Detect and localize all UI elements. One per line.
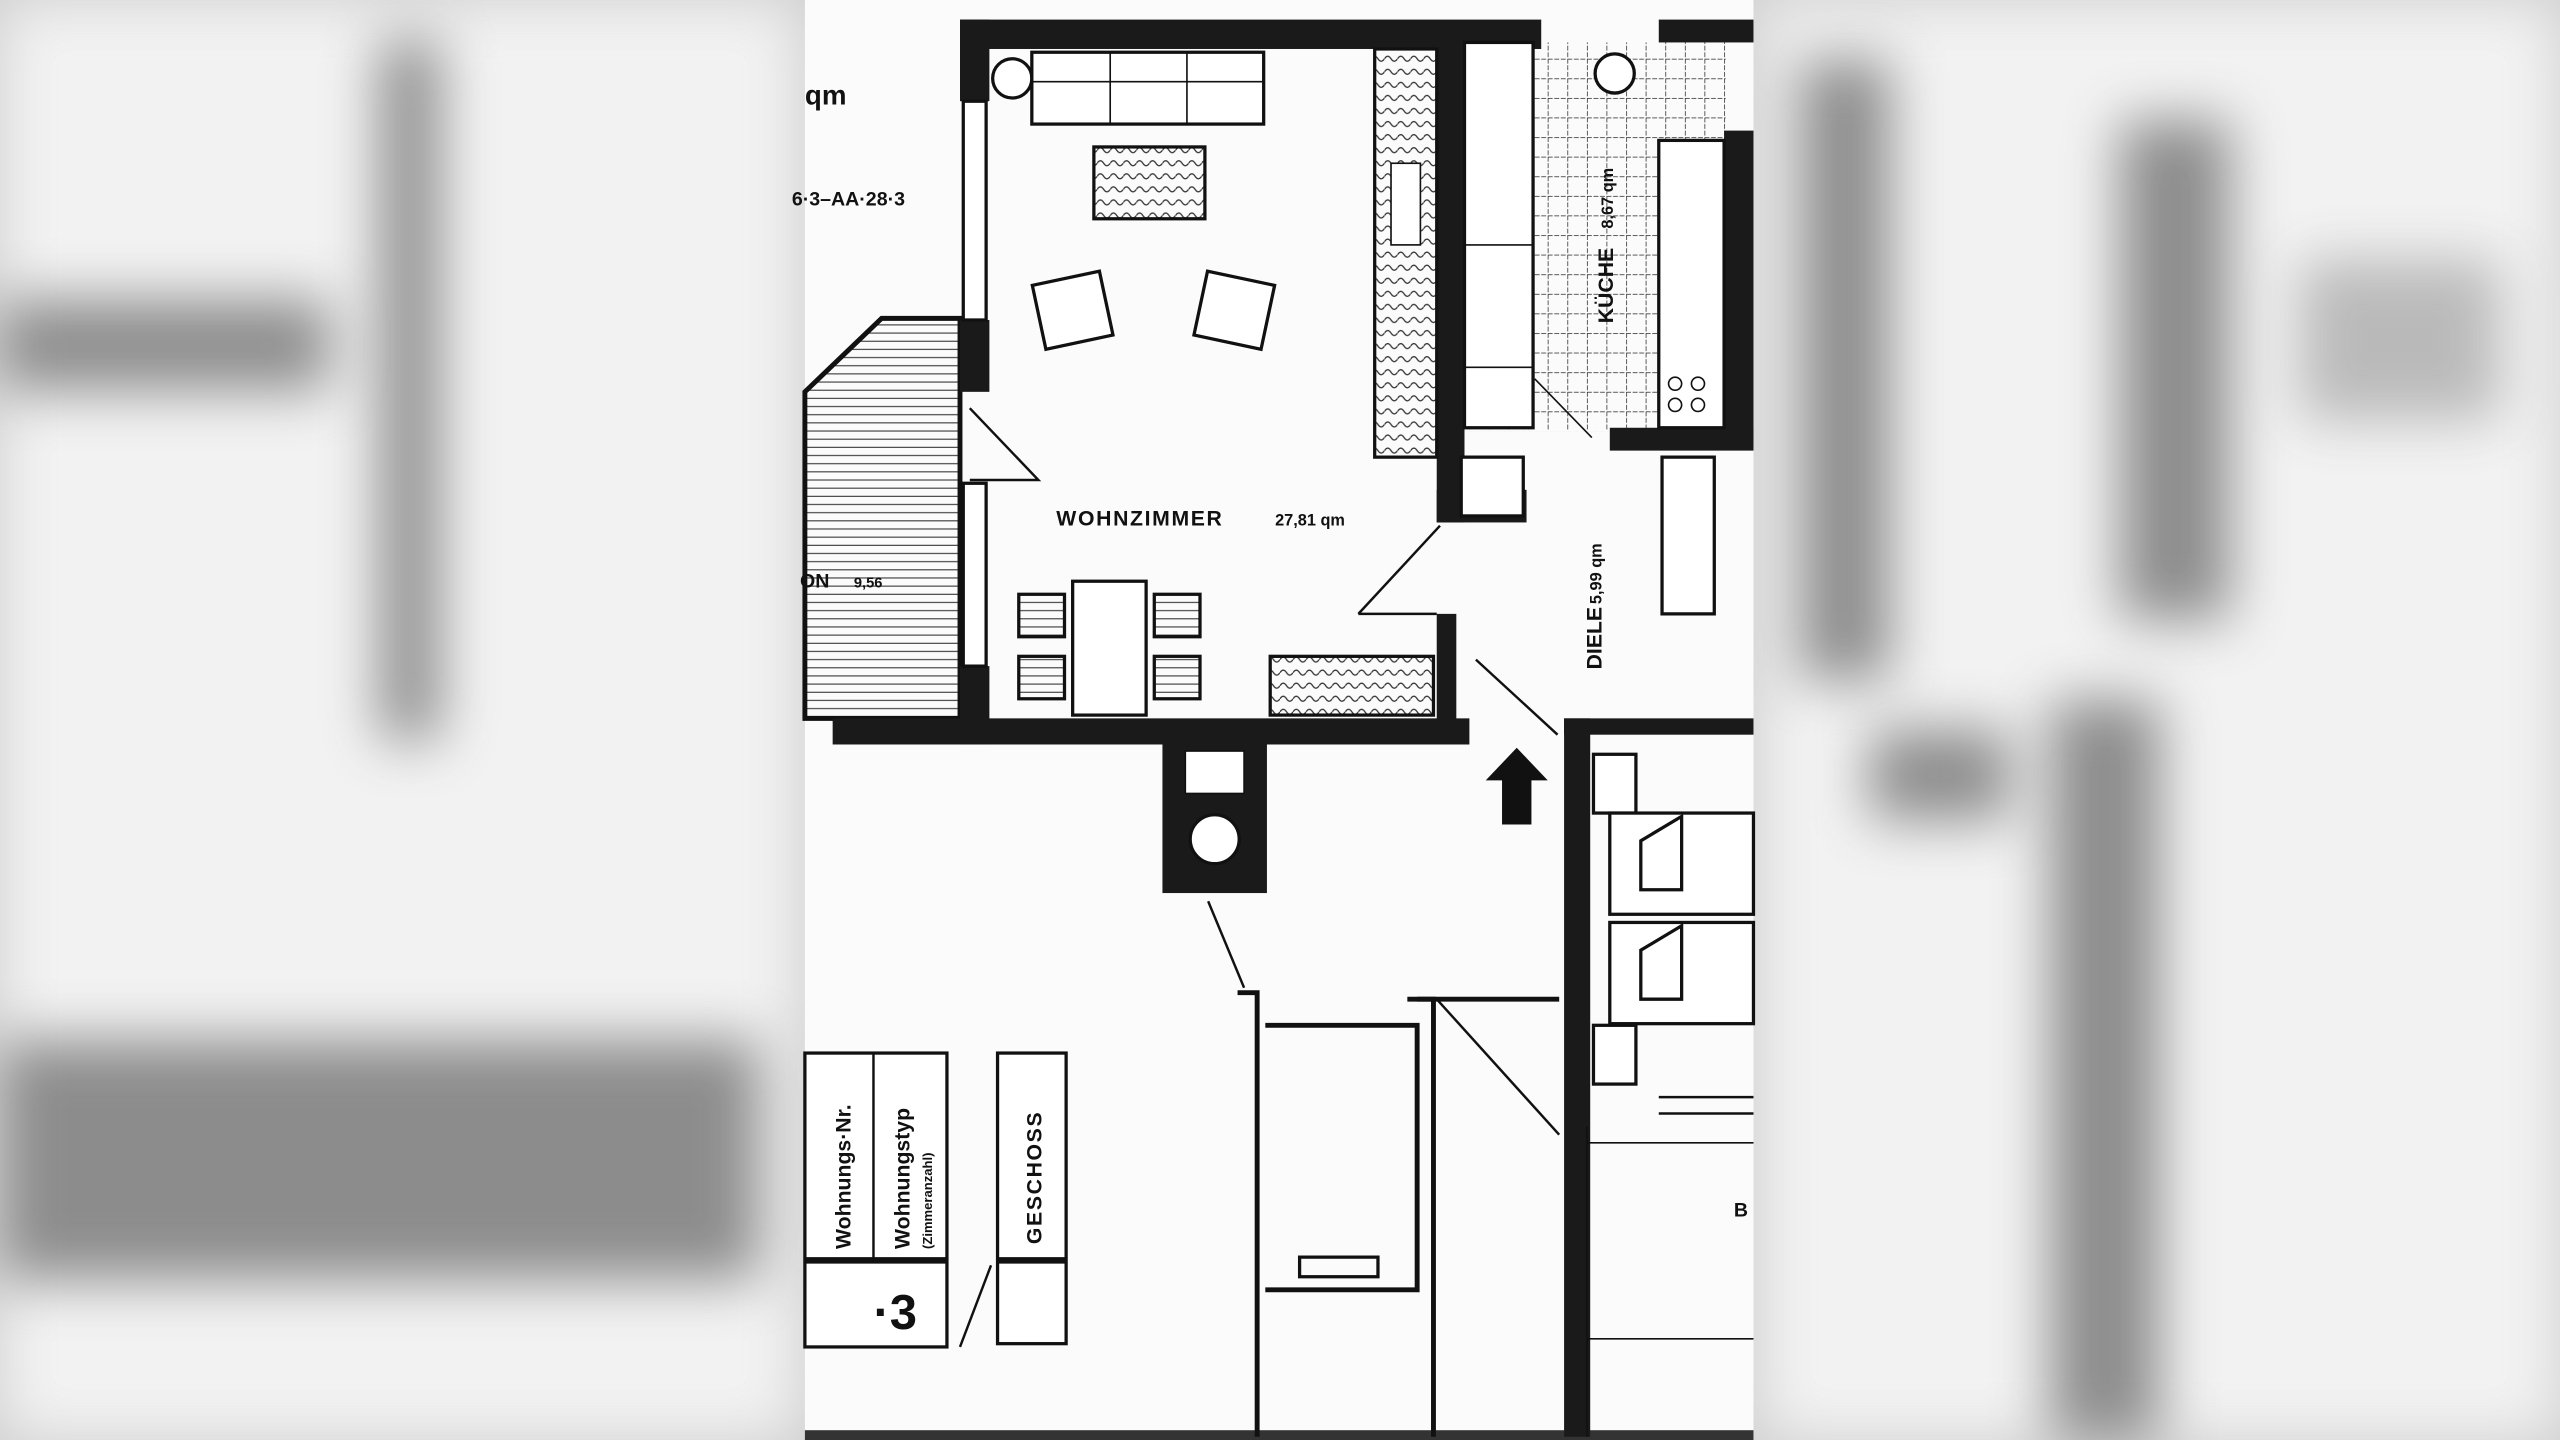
room-label-kueche: KÜCHE: [1593, 248, 1618, 323]
walls: [832, 19, 1754, 1437]
wohnungs-nr-label: Wohnungs·Nr.: [833, 1104, 856, 1249]
stairwell: [1237, 990, 1561, 1437]
room-area-diele: 5,99 qm: [1588, 543, 1606, 604]
room-label-wohnzimmer: WOHNZIMMER: [1056, 508, 1223, 531]
furniture: [991, 50, 1436, 717]
room-label-bad: B: [1734, 1199, 1748, 1221]
wohnungstyp-label: Wohnungstyp: [891, 1108, 914, 1249]
kitchen-counter: [1462, 40, 1535, 430]
geschoss-label: GESCHOSS: [1024, 1111, 1047, 1244]
wohnungstyp-sublabel: (Zimmeranzahl): [920, 1153, 935, 1249]
room-area-wohnzimmer: 27,81 qm: [1275, 512, 1345, 530]
room-label-balkon: ON: [800, 571, 829, 593]
title-block: [803, 1051, 1068, 1349]
wohnungstyp-value: ·3: [873, 1286, 917, 1340]
drawing-code: 6·3–AA·28·3: [792, 189, 905, 211]
entrance-arrow-icon: [1485, 747, 1548, 825]
beds: [1591, 752, 1756, 1115]
balcony: [802, 315, 963, 721]
shelf-unit: [1373, 47, 1439, 459]
area-unit-label: qm: [805, 79, 847, 110]
room-label-diele: DIELE: [1584, 607, 1607, 670]
room-area-kueche: 8,67 qm: [1599, 168, 1617, 229]
room-area-balkon: 9,56: [854, 576, 883, 592]
